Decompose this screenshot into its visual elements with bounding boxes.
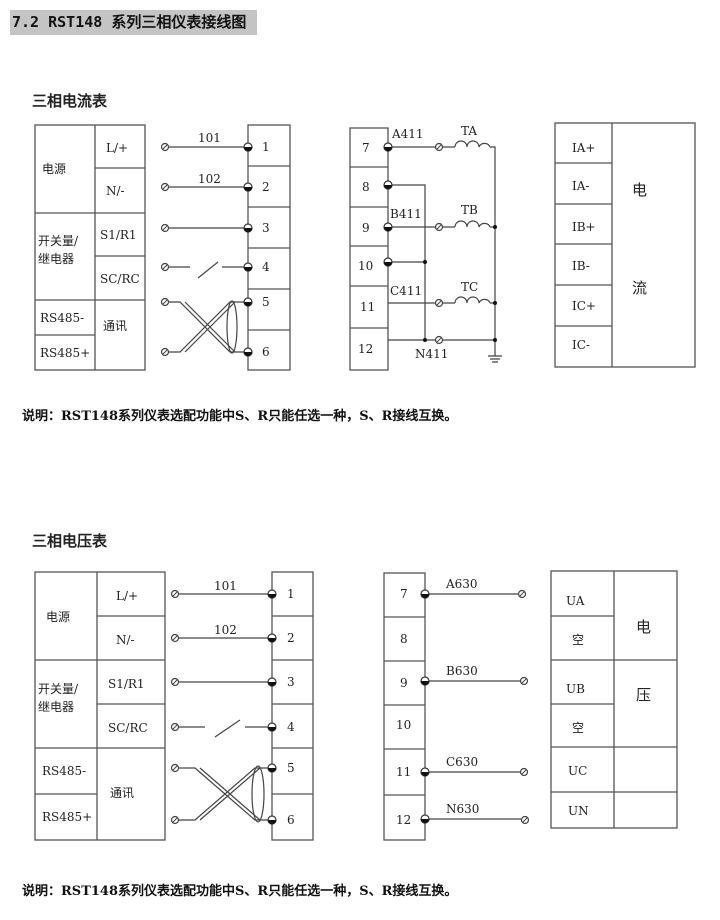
terminal-number: 2 bbox=[262, 180, 270, 194]
meter-term: IA+ bbox=[572, 141, 595, 155]
group-comm: 通讯 bbox=[103, 319, 127, 333]
wire-label: 102 bbox=[198, 172, 221, 186]
phase-label: A411 bbox=[391, 127, 424, 141]
meter-term: IB- bbox=[572, 259, 590, 273]
phase-label: C630 bbox=[446, 755, 478, 769]
terminal-number: 10 bbox=[358, 259, 373, 273]
term-label: SC/RC bbox=[100, 272, 140, 286]
meter-term: IA- bbox=[572, 179, 589, 193]
terminal-number: 7 bbox=[400, 587, 408, 601]
terminal-number: 6 bbox=[262, 345, 270, 359]
voltage-note: 说明：RST148系列仪表选配功能中S、R只能任选一种，S、R接线互换。 bbox=[22, 884, 458, 899]
terminal-number: 8 bbox=[362, 180, 370, 194]
voltage-wires-1-6: 101 102 bbox=[170, 579, 272, 825]
group-switch: 开关量/ bbox=[38, 682, 79, 696]
group-comm: 通讯 bbox=[110, 786, 134, 800]
ct-label: TB bbox=[461, 203, 478, 217]
phase-label: A630 bbox=[445, 577, 478, 591]
meter-term: UC bbox=[568, 764, 587, 778]
meter-term: UA bbox=[566, 594, 585, 608]
term-label: RS485+ bbox=[40, 346, 90, 360]
terminal-number: 11 bbox=[396, 765, 411, 779]
terminal-number: 2 bbox=[287, 631, 295, 645]
section-header: 7.2 RST148 系列三相仪表接线图 bbox=[10, 10, 257, 35]
phase-label: N630 bbox=[446, 802, 479, 816]
meter-term: UB bbox=[566, 682, 585, 696]
term-label: L/+ bbox=[116, 589, 138, 603]
current-note: 说明：RST148系列仪表选配功能中S、R只能任选一种，S、R接线互换。 bbox=[22, 409, 458, 424]
current-power-table: 电源 开关量/ 继电器 通讯 L/+ N/- S1/R1 SC/RC RS485… bbox=[34, 124, 146, 371]
terminal-number: 6 bbox=[287, 813, 295, 827]
terminal-number: 5 bbox=[262, 295, 270, 309]
group-switch: 开关量/ bbox=[38, 234, 79, 248]
group-power: 电源 bbox=[46, 610, 70, 624]
meter-term: IC- bbox=[572, 338, 590, 352]
term-label: N/- bbox=[116, 633, 135, 647]
current-meter-title: 三相电流表 bbox=[32, 92, 108, 110]
meter-group: 压 bbox=[636, 686, 651, 704]
terminal-number: 5 bbox=[287, 761, 295, 775]
terminal-number: 12 bbox=[358, 342, 373, 356]
meter-term: UN bbox=[568, 804, 589, 818]
wire-label: 101 bbox=[214, 579, 237, 593]
terminal-number: 11 bbox=[360, 300, 375, 314]
current-wires-1-6: 101 102 bbox=[160, 131, 248, 357]
terminal-number: 8 bbox=[400, 632, 408, 646]
phase-label: B411 bbox=[390, 207, 422, 221]
term-label: S1/R1 bbox=[108, 677, 145, 691]
voltage-phase-wiring: A630 B630 C630 N630 bbox=[420, 577, 530, 825]
wire-label: 102 bbox=[214, 623, 237, 637]
terminal-number: 1 bbox=[287, 587, 295, 601]
terminal-number: 1 bbox=[262, 140, 270, 154]
voltage-power-table: 电源 开关量/ 继电器 通讯 L/+ N/- S1/R1 SC/RC RS485… bbox=[34, 571, 166, 841]
current-meter-table: IA+ IA- IB+ IB- IC+ IC- 电 流 bbox=[554, 122, 696, 368]
meter-group: 电 bbox=[632, 181, 647, 199]
terminal-number: 3 bbox=[287, 675, 295, 689]
terminal-number: 4 bbox=[262, 260, 270, 274]
meter-group: 电 bbox=[636, 618, 651, 636]
voltage-meter-table: UA 空 UB 空 UC UN 电 压 bbox=[550, 570, 678, 829]
terminal-number: 9 bbox=[362, 221, 370, 235]
wire-label: 101 bbox=[198, 131, 221, 145]
term-label: RS485- bbox=[40, 311, 84, 325]
terminal-number: 4 bbox=[287, 720, 295, 734]
group-power: 电源 bbox=[42, 162, 66, 176]
term-label: N/- bbox=[106, 184, 125, 198]
term-label: RS485- bbox=[42, 764, 86, 778]
ct-label: TC bbox=[461, 280, 478, 294]
voltage-terminal-block-1-6: 1 2 3 4 5 6 bbox=[267, 571, 314, 841]
meter-term: 空 bbox=[572, 721, 584, 735]
phase-label: N411 bbox=[415, 347, 448, 361]
ct-label: TA bbox=[461, 124, 477, 138]
term-label: SC/RC bbox=[108, 721, 148, 735]
meter-term: IB+ bbox=[572, 220, 596, 234]
voltage-meter-title: 三相电压表 bbox=[32, 532, 108, 550]
voltage-terminal-block-7-12: 7 8 9 10 11 12 bbox=[383, 572, 426, 841]
term-label: L/+ bbox=[106, 141, 128, 155]
terminal-number: 7 bbox=[362, 141, 370, 155]
term-label: S1/R1 bbox=[100, 228, 137, 242]
phase-label: B630 bbox=[446, 664, 478, 678]
meter-term: 空 bbox=[572, 633, 584, 647]
current-terminal-block-7-12: 7 8 9 10 11 12 bbox=[349, 127, 389, 371]
group-relay: 继电器 bbox=[38, 700, 74, 714]
phase-label: C411 bbox=[390, 284, 422, 298]
terminal-number: 10 bbox=[396, 718, 411, 732]
current-ct-wiring: A411 B411 C411 N411 TA TB TC bbox=[383, 124, 502, 363]
terminal-number: 12 bbox=[396, 813, 411, 827]
terminal-number: 9 bbox=[400, 676, 408, 690]
term-label: RS485+ bbox=[42, 810, 92, 824]
meter-group: 流 bbox=[632, 279, 647, 297]
current-terminal-block-1-6: 1 2 3 4 5 6 bbox=[243, 124, 291, 371]
terminal-number: 3 bbox=[262, 221, 270, 235]
meter-term: IC+ bbox=[572, 299, 596, 313]
group-relay: 继电器 bbox=[38, 252, 74, 266]
